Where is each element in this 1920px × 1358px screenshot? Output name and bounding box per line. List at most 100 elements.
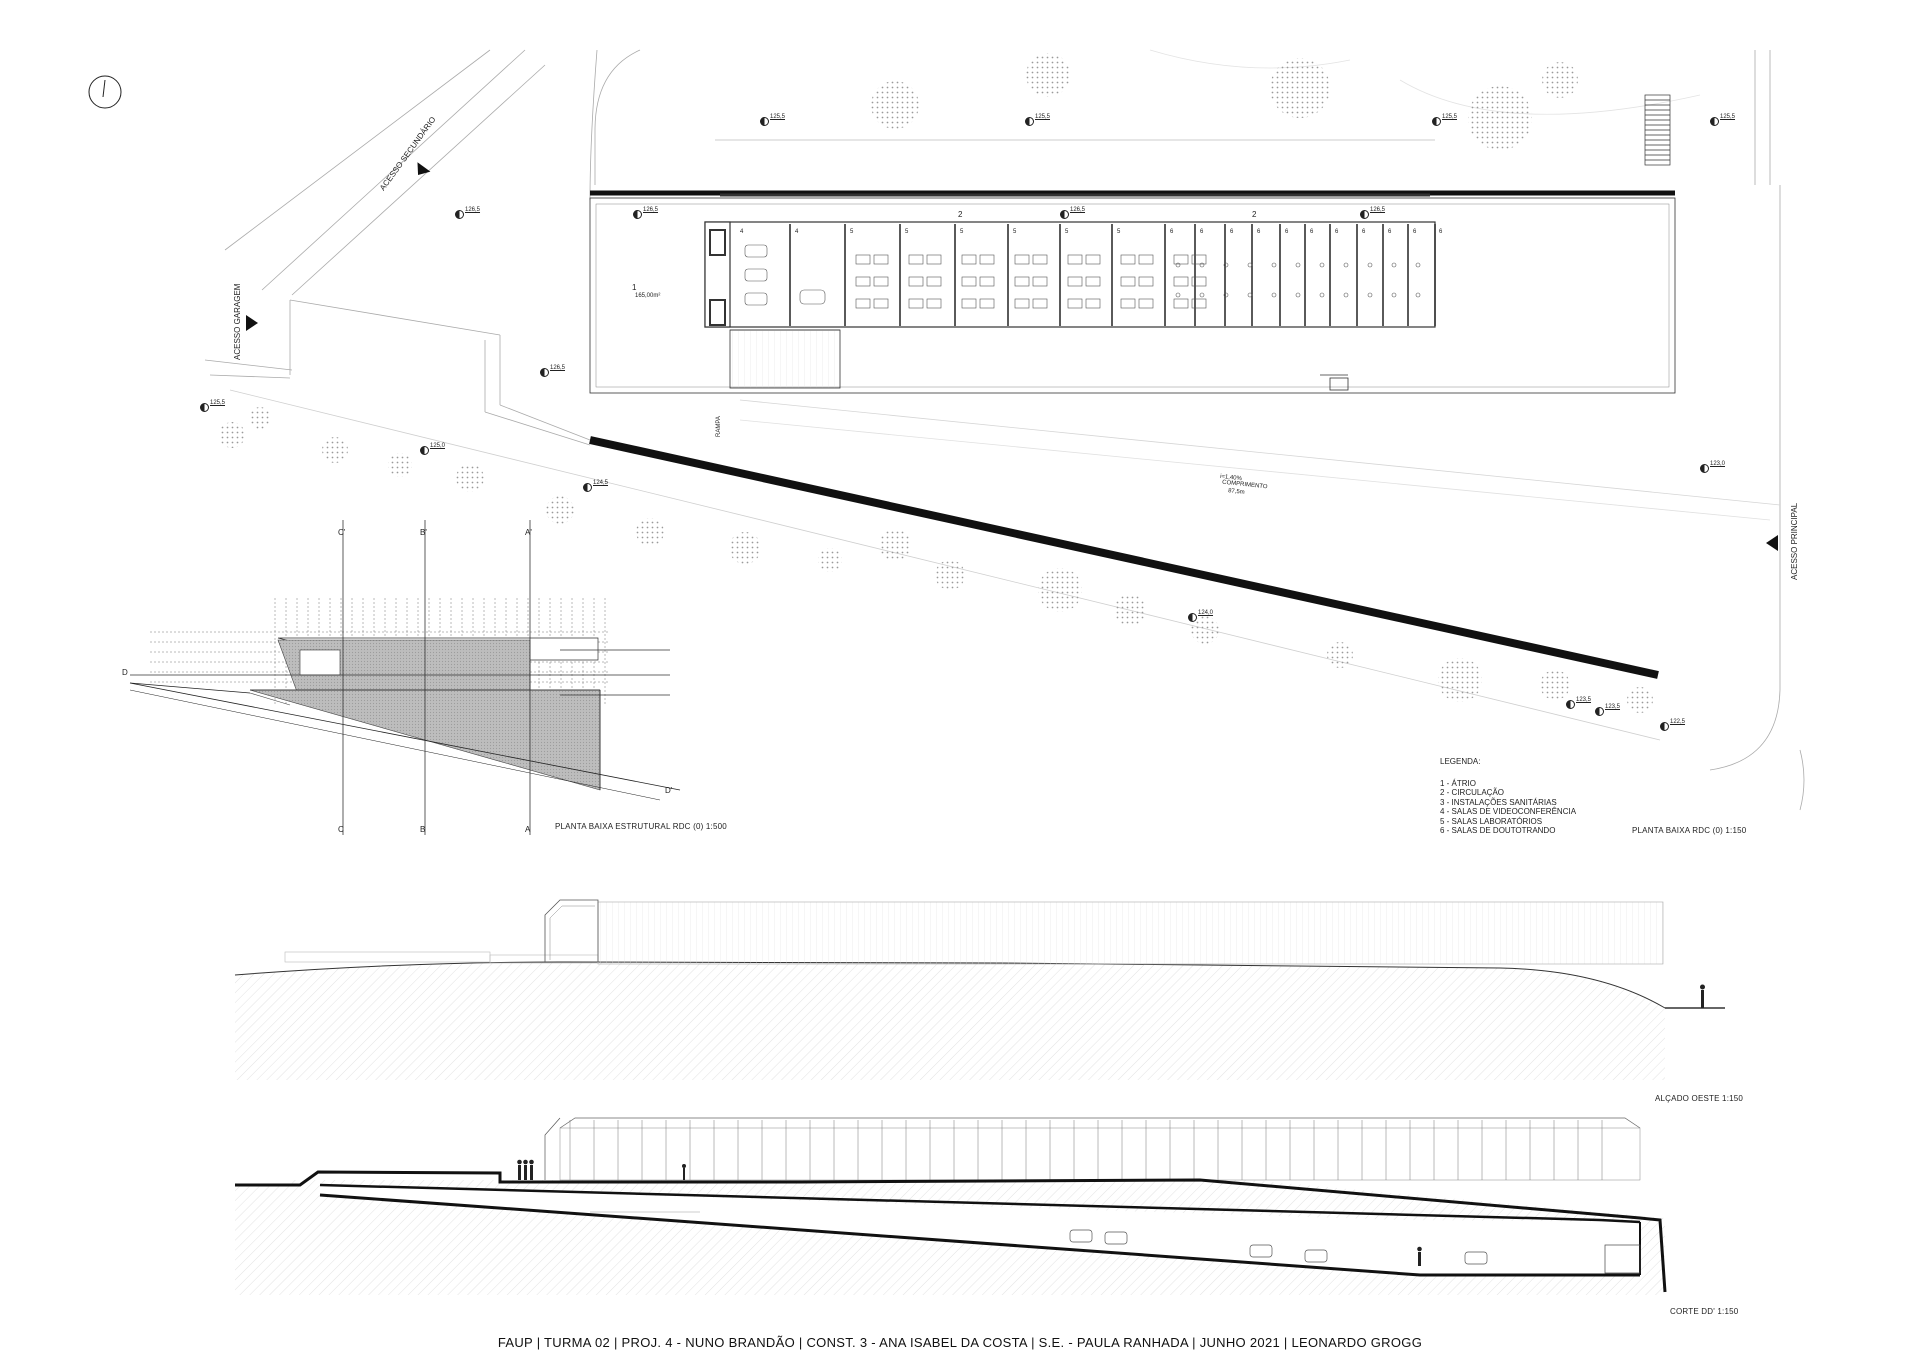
desk (1173, 298, 1189, 309)
desk (855, 254, 871, 265)
room-number-tag: 5 (1065, 229, 1069, 235)
level-marker-icon (1025, 117, 1034, 126)
room-number-tag: 6 (1413, 229, 1417, 235)
desk (1191, 276, 1207, 287)
level-marker-icon (1595, 707, 1604, 716)
caption-plan-main: PLANTA BAIXA RDC (0) 1:150 (1632, 826, 1747, 835)
circulation-label-1: 2 (958, 210, 963, 219)
level-marker-value: 126,5 (465, 207, 481, 213)
chair (1367, 292, 1373, 298)
atrium-number: 1 (632, 283, 637, 292)
level-marker-icon (1700, 464, 1709, 473)
room-number-tag: 6 (1362, 229, 1366, 235)
chair (1319, 262, 1325, 268)
chair (1367, 262, 1373, 268)
room-number-tag: 5 (1013, 229, 1017, 235)
section-mark-d-right: D' (665, 786, 673, 795)
heavy-walls (589, 190, 1675, 679)
section-mark-d-left: D (122, 668, 128, 677)
room-number-tag: 6 (1439, 229, 1443, 235)
caption-section: CORTE DD' 1:150 (1670, 1307, 1739, 1316)
level-marker-icon (455, 210, 464, 219)
chair (1295, 262, 1301, 268)
chair (1391, 292, 1397, 298)
desk (1067, 254, 1083, 265)
desk (873, 254, 889, 265)
atrium-area: 165,00m² (635, 293, 661, 299)
level-marker-value: 124,0 (1198, 610, 1214, 616)
main-access-label: ACESSO PRINCIPAL (1790, 502, 1799, 580)
room-number-tag: 6 (1285, 229, 1289, 235)
desk (961, 254, 977, 265)
desk (1120, 298, 1136, 309)
level-marker-icon (1188, 613, 1197, 622)
chair (1271, 262, 1277, 268)
caption-plan-structural: PLANTA BAIXA ESTRUTURAL RDC (0) 1:500 (555, 822, 727, 831)
desk (961, 276, 977, 287)
room-number-tag: 5 (905, 229, 909, 235)
chair (1223, 262, 1229, 268)
chair (1247, 262, 1253, 268)
level-marker-value: 125,5 (1720, 114, 1736, 120)
level-marker-value: 125,5 (210, 400, 226, 406)
legend-item: 6 - SALAS DE DOUTOTRANDO (1440, 826, 1556, 835)
north-arrow-icon (88, 75, 122, 109)
desk (908, 276, 924, 287)
level-marker-icon (1360, 210, 1369, 219)
desk (855, 276, 871, 287)
chair (1415, 262, 1421, 268)
desk (1032, 298, 1048, 309)
level-marker-value: 123,5 (1605, 704, 1621, 710)
chair (1247, 292, 1253, 298)
level-marker-icon (1566, 700, 1575, 709)
desk (1014, 254, 1030, 265)
level-marker-icon (1432, 117, 1441, 126)
level-marker-value: 123,0 (1710, 461, 1726, 467)
chair (1223, 292, 1229, 298)
ramp-label: RAMPA (716, 416, 722, 437)
desk (979, 298, 995, 309)
chair (1391, 262, 1397, 268)
chair (1319, 292, 1325, 298)
chair (1343, 262, 1349, 268)
room-partitions (789, 224, 1436, 326)
meeting-table (799, 289, 826, 305)
legend-title: LEGENDA: (1440, 757, 1481, 766)
level-marker-icon (1060, 210, 1069, 219)
legend-item: 3 - INSTALAÇÕES SANITÁRIAS (1440, 797, 1557, 807)
level-marker-value: 125,5 (1442, 114, 1458, 120)
desk (1173, 254, 1189, 265)
chair (1271, 292, 1277, 298)
desk (1014, 298, 1030, 309)
desk (908, 254, 924, 265)
desk (926, 254, 942, 265)
room-number-tag: 4 (740, 229, 744, 235)
desk (1085, 254, 1101, 265)
level-marker-value: 122,5 (1670, 719, 1686, 725)
level-marker-icon (420, 446, 429, 455)
level-marker-value: 123,5 (1576, 697, 1592, 703)
desk (1138, 254, 1154, 265)
meeting-table (744, 292, 768, 306)
room-number-tag: 4 (795, 229, 799, 235)
level-marker-icon (760, 117, 769, 126)
desk (1085, 276, 1101, 287)
desk (979, 254, 995, 265)
room-number-tag: 6 (1257, 229, 1261, 235)
west-elevation (234, 899, 1725, 1080)
level-marker-value: 126,5 (1370, 207, 1386, 213)
main-access-arrow-icon (1766, 535, 1778, 551)
desk (1138, 276, 1154, 287)
level-marker-value: 125,5 (770, 114, 786, 120)
section-mark-b-bottom: B (420, 825, 426, 834)
legend-item: 2 - CIRCULAÇÃO (1440, 788, 1505, 797)
level-marker-icon (1660, 722, 1669, 731)
chair (1295, 292, 1301, 298)
circulation-label-2: 2 (1252, 210, 1257, 219)
room-number-tag: 6 (1170, 229, 1174, 235)
trees (219, 53, 1653, 713)
legend-item: 1 - ÁTRIO (1440, 778, 1477, 788)
level-marker-value: 124,5 (593, 480, 609, 486)
caption-elevation: ALÇADO OESTE 1:150 (1655, 1094, 1744, 1103)
